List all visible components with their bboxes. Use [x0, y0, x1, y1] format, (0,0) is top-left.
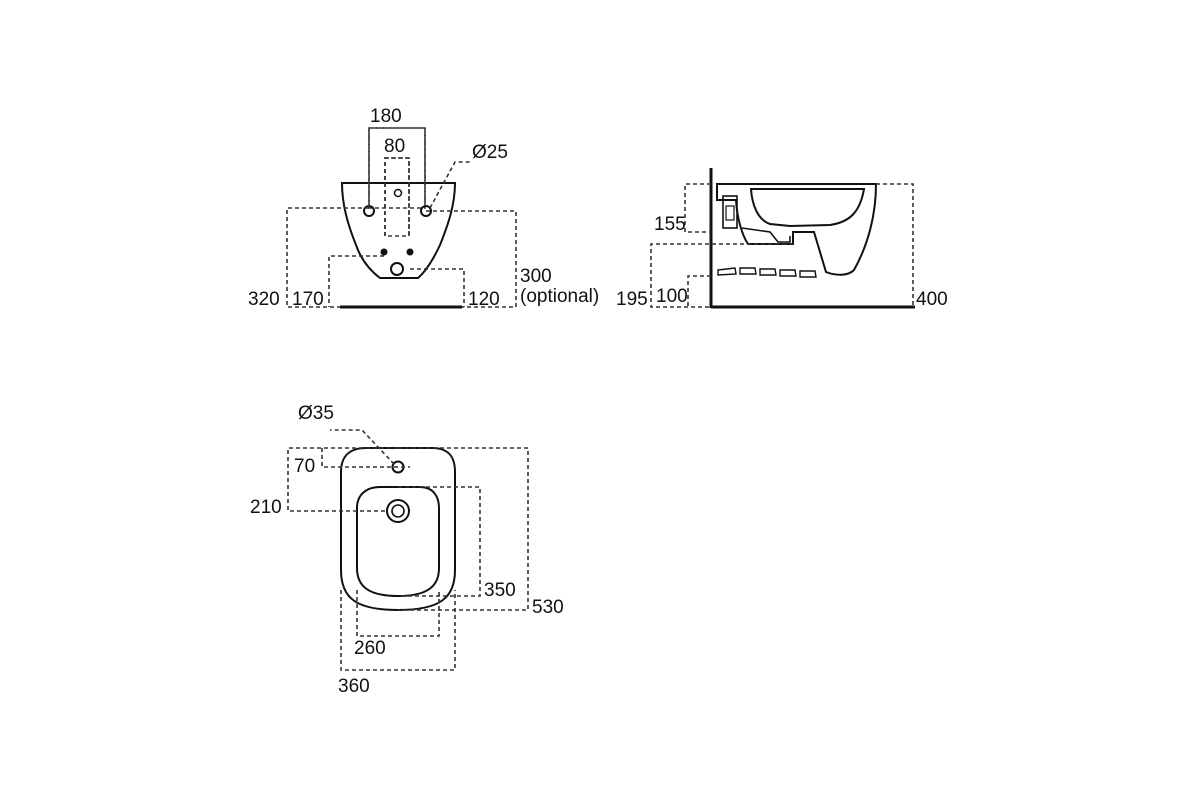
dim-210-label: 210 — [250, 497, 282, 518]
side-base-ribs — [717, 267, 817, 278]
plan-waste-outer — [386, 499, 410, 523]
dim-180-label: 180 — [370, 106, 402, 127]
side-dim-195-line — [650, 243, 793, 308]
side-body-outline — [716, 183, 878, 276]
front-dim-120-line — [410, 268, 465, 307]
front-dim-170-line — [328, 255, 384, 307]
front-tap-hole — [393, 188, 403, 198]
dim-400-label: 400 — [916, 289, 948, 310]
dim-25-label: Ø25 — [472, 142, 508, 163]
front-bolt-right — [420, 205, 432, 217]
dim-optional-label: (optional) — [520, 286, 599, 307]
front-fix-dot-right — [406, 248, 414, 256]
dim-350-label: 350 — [484, 580, 516, 601]
dim-195-label: 195 — [616, 289, 648, 310]
dim-120-label: 120 — [468, 289, 500, 310]
plan-dim-260-line — [356, 590, 440, 637]
plan-dim-35-leader — [330, 429, 395, 465]
dim-530-label: 530 — [532, 597, 564, 618]
front-dim-300-line — [426, 210, 517, 308]
side-waste-pipe — [741, 227, 791, 243]
side-dim-155-line — [684, 183, 711, 233]
front-view: 180 80 Ø25 320 170 120 300 (optional) — [248, 106, 599, 310]
dim-170-label: 170 — [292, 289, 324, 310]
front-dim-180-line — [368, 127, 426, 208]
front-waste-outlet — [390, 262, 404, 276]
plan-dim-360-line — [340, 590, 456, 671]
side-bowl-inner — [749, 188, 866, 228]
front-body-outline — [340, 182, 457, 279]
dim-70-label: 70 — [294, 456, 315, 477]
dim-320-label: 320 — [248, 289, 280, 310]
dim-80-label: 80 — [384, 136, 405, 157]
plan-waste-inner — [391, 504, 405, 518]
plan-dim-70-line — [321, 448, 410, 468]
plan-bowl-outline — [356, 486, 440, 598]
dim-260-label: 260 — [354, 638, 386, 659]
dim-300-label: 300 — [520, 266, 552, 287]
plan-dim-530-line — [398, 447, 529, 611]
plan-dim-210-line — [287, 447, 398, 512]
side-fixing-plate — [725, 205, 735, 221]
front-dim-80-line — [384, 157, 410, 236]
dim-155-label: 155 — [654, 214, 686, 235]
dim-360-label: 360 — [338, 676, 370, 697]
dim-35-label: Ø35 — [298, 403, 334, 424]
side-fixing-bracket — [722, 195, 738, 229]
side-view: 155 195 100 400 — [616, 168, 948, 310]
plan-view: Ø35 70 210 350 530 260 360 — [250, 403, 564, 697]
side-dim-400-line — [876, 183, 914, 307]
side-dim-100-line — [687, 275, 711, 307]
front-fix-dot-left — [380, 248, 388, 256]
front-dim-25-leader — [429, 161, 470, 209]
dim-100-label: 100 — [656, 286, 688, 307]
